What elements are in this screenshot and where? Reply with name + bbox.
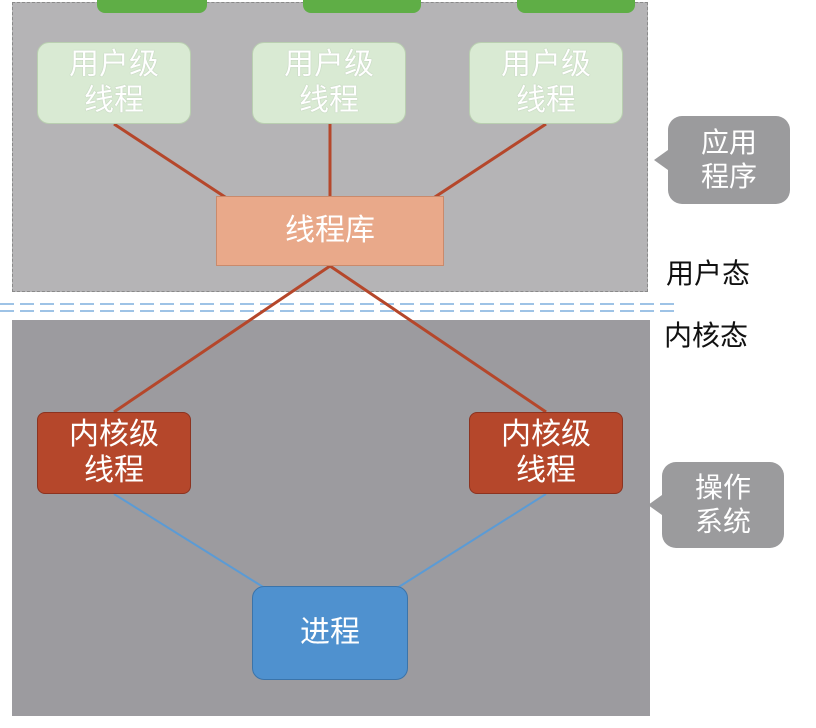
user-mode-label: 用户态	[666, 257, 751, 290]
speech-bubble-fragment	[517, 0, 635, 13]
callout-label: 系统	[694, 505, 751, 538]
user-thread-node: 用户级 线程	[252, 42, 406, 124]
node-label: 内核级	[501, 417, 591, 452]
kernel-thread-node: 内核级 线程	[469, 412, 623, 494]
node-label: 用户级	[284, 47, 374, 82]
user-thread-node: 用户级 线程	[469, 42, 623, 124]
speech-bubble-fragment	[97, 0, 207, 13]
kernel-mode-label: 内核态	[664, 319, 749, 352]
node-label: 进程	[300, 615, 360, 650]
callout-label: 应用	[700, 126, 757, 159]
mapping-line	[329, 264, 547, 414]
kernel-link-line	[393, 493, 547, 591]
thread-library-node: 线程库	[216, 196, 444, 266]
operating-system-callout: 操作 系统	[648, 462, 784, 548]
callout-label: 程序	[700, 160, 757, 193]
kernel-link-line	[113, 493, 269, 591]
node-label: 线程	[516, 453, 576, 488]
node-label: 线程	[84, 453, 144, 488]
user-thread-node: 用户级 线程	[37, 42, 191, 124]
node-label: 线程	[299, 83, 359, 118]
node-label: 用户级	[69, 47, 159, 82]
process-node: 进程	[252, 586, 408, 680]
kernel-thread-node: 内核级 线程	[37, 412, 191, 494]
speech-bubble-fragment	[303, 0, 421, 13]
node-label: 线程	[516, 83, 576, 118]
node-label: 线程	[84, 83, 144, 118]
callout-label: 操作	[694, 471, 751, 504]
mapping-line	[113, 264, 331, 414]
mode-divider-line	[0, 303, 680, 312]
node-label: 线程库	[285, 213, 375, 248]
node-label: 内核级	[69, 417, 159, 452]
application-callout: 应用 程序	[654, 116, 790, 204]
node-label: 用户级	[501, 47, 591, 82]
